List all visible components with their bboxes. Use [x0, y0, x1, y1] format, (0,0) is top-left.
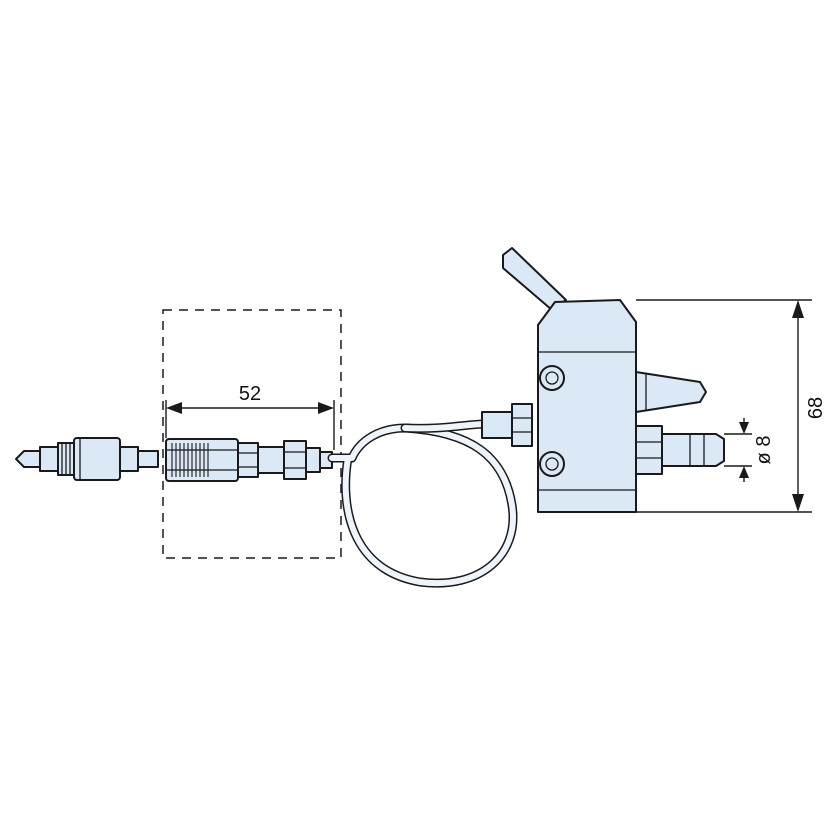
length-label: 52 — [239, 383, 261, 405]
coupling-plug — [15, 437, 159, 481]
socket-envelope — [162, 309, 342, 559]
diameter-label: ø 8 — [753, 436, 775, 465]
outlet-nut — [635, 425, 663, 475]
height-label: 68 — [805, 397, 827, 419]
blow-gun — [481, 247, 725, 513]
upper-screw — [539, 365, 565, 391]
hose-barb — [661, 433, 725, 467]
lower-screw — [539, 451, 565, 477]
length-dimension: 52 — [165, 383, 335, 450]
trigger-lever — [502, 247, 567, 311]
nozzle — [635, 371, 707, 413]
diameter-dimension: ø 8 — [724, 418, 775, 482]
height-dimension: 68 — [636, 299, 827, 513]
coupling-socket — [165, 438, 333, 482]
